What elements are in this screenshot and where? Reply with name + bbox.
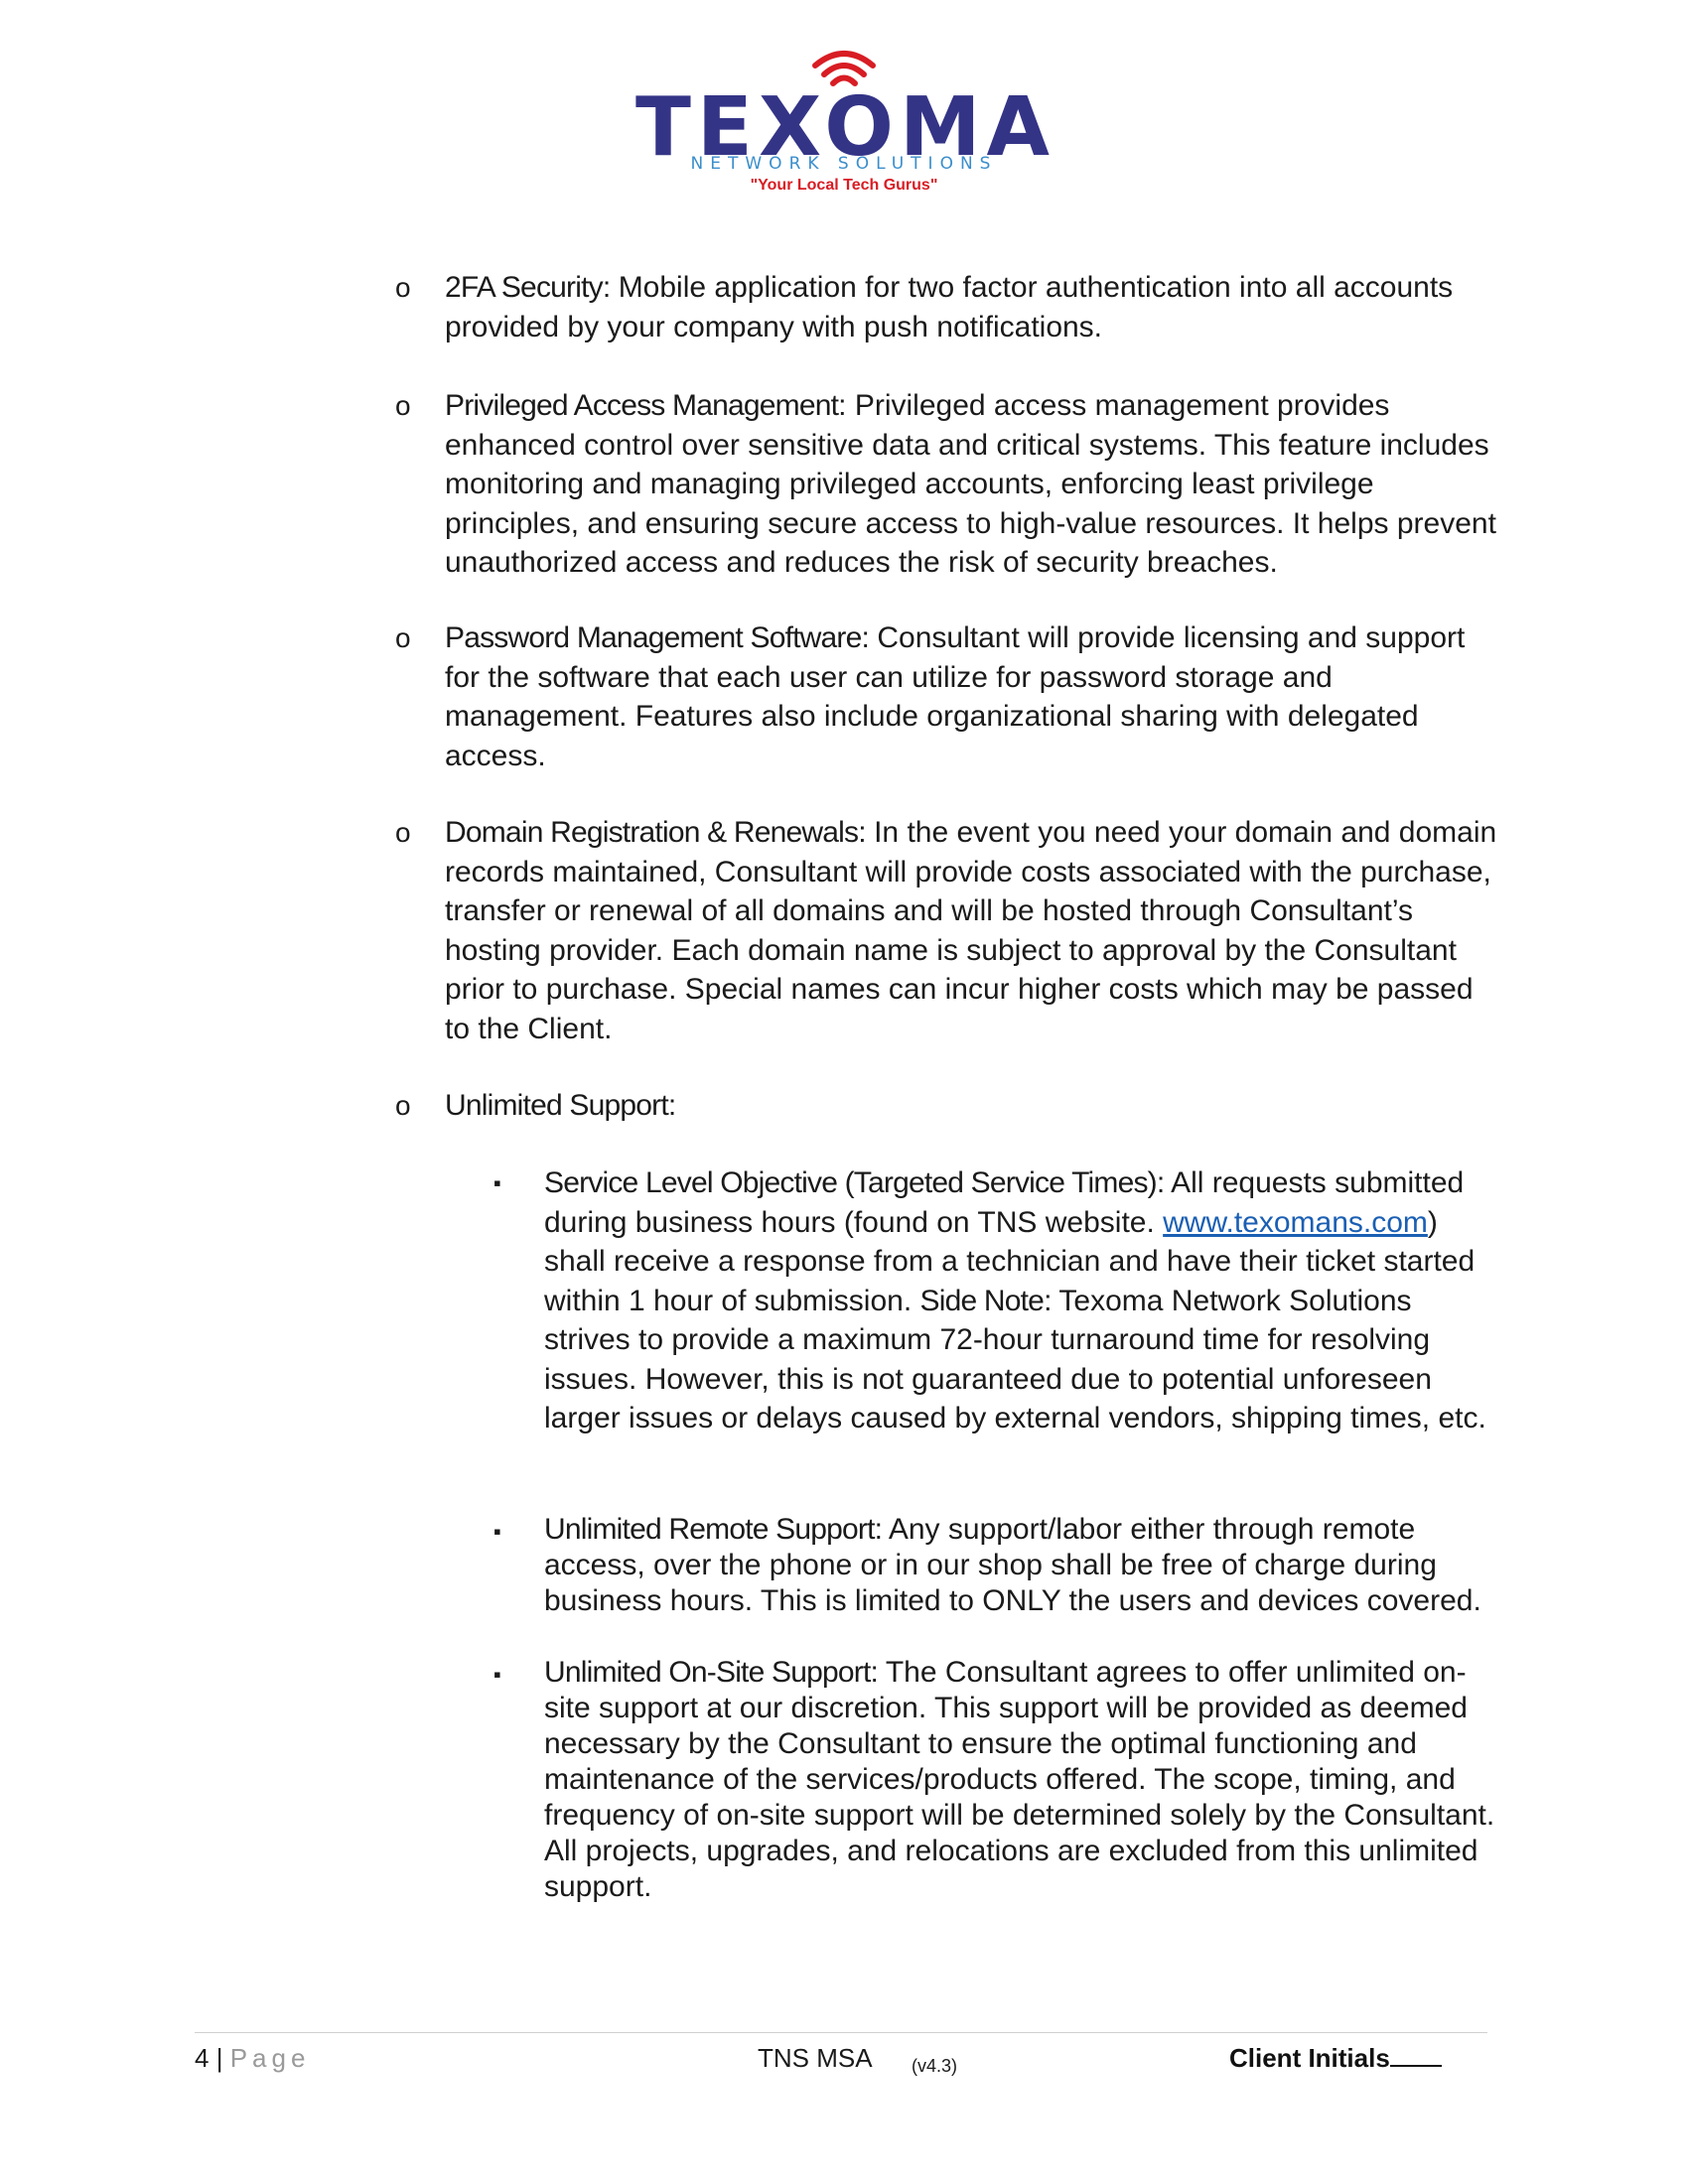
item-text: Mobile application for two factor authen… [445, 271, 1454, 343]
list-item-password-management: Password Management Software: Consultant… [445, 618, 1497, 775]
item-text: : Privileged access management provides … [445, 389, 1496, 579]
page-number: 4 [195, 2043, 210, 2073]
footer-version: (v4.3) [912, 2056, 958, 2076]
item-term: 2FA Security: [445, 271, 611, 304]
logo-wordmark: TEXOMA [635, 80, 1056, 175]
sub-item-term: Service Level Objective (Targeted Servic… [544, 1166, 1165, 1199]
footer-divider [195, 2032, 1487, 2033]
list-bullet: o [395, 272, 411, 303]
item-term: Privileged Access Management [445, 389, 839, 422]
sub-item-text: Any support/labor either through remote … [544, 1513, 1481, 1617]
initials-label: Client Initials [1229, 2043, 1390, 2073]
item-term: Domain Registration & Renewals: [445, 816, 867, 849]
list-item-unlimited-support: Unlimited Support: [445, 1086, 1497, 1126]
sub-item-text: The Consultant agrees to offer unlimited… [544, 1656, 1495, 1903]
page-separator: | [215, 2043, 223, 2073]
sub-list-bullet: ▪ [493, 1170, 501, 1195]
list-item-2fa-security: 2FA Security: Mobile application for two… [445, 268, 1497, 346]
list-bullet: o [395, 817, 411, 848]
sub-item-service-level-objective: Service Level Objective (Targeted Servic… [544, 1163, 1497, 1438]
page-label: Page [229, 2043, 311, 2073]
footer-page-number: 4 | Page [195, 2043, 310, 2073]
list-item-domain-registration: Domain Registration & Renewals: In the e… [445, 813, 1497, 1048]
logo-tagline: "Your Local Tech Gurus" [750, 177, 938, 194]
website-link[interactable]: www.texomans.com [1163, 1205, 1428, 1239]
sub-item-term: Unlimited Remote Support: [544, 1513, 883, 1546]
list-bullet: o [395, 622, 411, 653]
list-bullet: o [395, 1090, 411, 1121]
footer-client-initials: Client Initials [1229, 2043, 1442, 2073]
sub-item-onsite-support: Unlimited On-Site Support: The Consultan… [544, 1655, 1497, 1905]
side-note-term: Side Note: [919, 1284, 1053, 1317]
item-text: In the event you need your domain and do… [445, 816, 1497, 1045]
sub-list-bullet: ▪ [493, 1662, 501, 1687]
company-logo: TEXOMA NETWORK SOLUTIONS "Your Local Tec… [626, 48, 1062, 206]
sub-item-text: All requests submitted during business h… [544, 1166, 1465, 1239]
list-bullet: o [395, 390, 411, 421]
logo-subtitle: NETWORK SOLUTIONS [690, 154, 998, 174]
list-item-privileged-access: Privileged Access Management: Privileged… [445, 386, 1497, 583]
wifi-signal-icon [812, 51, 876, 86]
item-text: Consultant will provide licensing and su… [445, 621, 1466, 772]
initials-blank-line [1389, 2043, 1442, 2067]
sub-item-term: Unlimited On-Site Support: [544, 1656, 879, 1689]
footer-doc-title: TNS MSA [758, 2043, 873, 2073]
sub-item-text: Texoma Network Solutions strives to prov… [544, 1284, 1486, 1435]
sub-list-bullet: ▪ [493, 1519, 501, 1544]
item-term: Unlimited Support: [445, 1089, 676, 1122]
sub-item-text: ) shall receive a response from a techni… [544, 1205, 1476, 1317]
sub-item-remote-support: Unlimited Remote Support: Any support/la… [544, 1512, 1497, 1619]
item-term: Password Management Software: [445, 621, 870, 654]
